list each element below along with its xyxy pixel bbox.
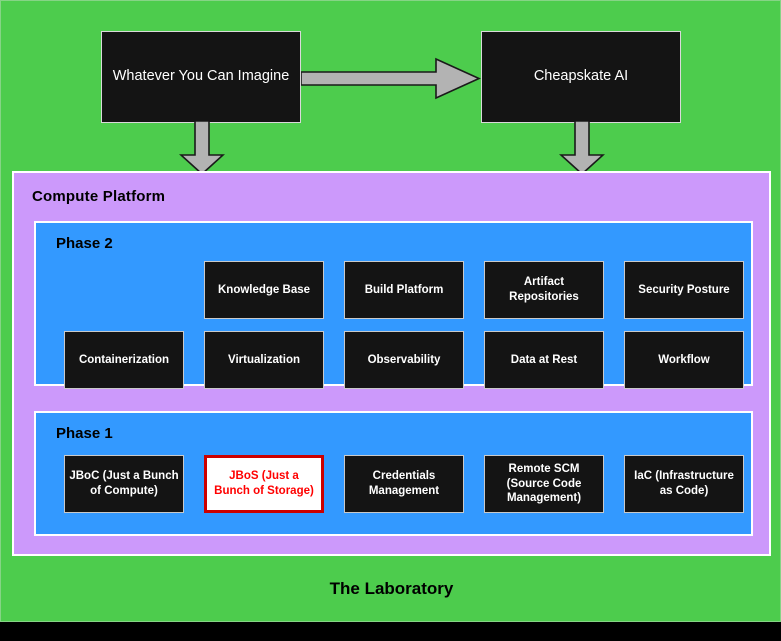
- node-label: Remote SCM (Source Code Management): [506, 462, 582, 505]
- node-label: Artifact Repositories: [509, 276, 579, 303]
- node-label: Virtualization: [228, 353, 300, 366]
- node-label: Data at Rest: [510, 353, 578, 366]
- phase-2-panel: Phase 2 Knowledge Base Build Platform Ar…: [34, 221, 753, 389]
- node-label: Security Posture: [638, 283, 730, 296]
- phase-2-title: Phase 2: [56, 235, 113, 252]
- phase-1-panel: Phase 1 JBoC (Just a Bunch of Compute) J…: [34, 411, 753, 536]
- bottom-black-band: [0, 622, 781, 641]
- arrow-right-icon: [301, 57, 481, 100]
- node-cheapskate-ai[interactable]: Cheapskate AI: [481, 31, 681, 123]
- laboratory-caption: The Laboratory: [329, 579, 454, 598]
- compute-platform-title: Compute Platform: [32, 188, 166, 205]
- arrow-down-icon: [179, 121, 225, 176]
- node-whatever-you-can-imagine[interactable]: Whatever You Can Imagine: [101, 31, 301, 123]
- node-label: Cheapskate AI: [533, 68, 629, 85]
- phase-1-title: Phase 1: [56, 425, 113, 442]
- node-virtualization[interactable]: Virtualization: [204, 331, 324, 389]
- node-label: JBoS (Just a Bunch of Storage): [214, 470, 314, 497]
- node-label: Credentials Management: [368, 470, 440, 497]
- node-jboc[interactable]: JBoC (Just a Bunch of Compute): [64, 455, 184, 513]
- node-label: Observability: [367, 353, 441, 366]
- node-label: IaC (Infrastructure as Code): [634, 470, 734, 497]
- node-credentials-management[interactable]: Credentials Management: [344, 455, 464, 513]
- laboratory-panel: Whatever You Can Imagine Cheapskate AI C…: [0, 0, 781, 622]
- compute-platform-panel: Compute Platform Phase 2 Knowledge Base …: [12, 171, 771, 556]
- node-jbos[interactable]: JBoS (Just a Bunch of Storage): [204, 455, 324, 513]
- node-workflow[interactable]: Workflow: [624, 331, 744, 389]
- node-iac[interactable]: IaC (Infrastructure as Code): [624, 455, 744, 513]
- node-label: Whatever You Can Imagine: [112, 68, 290, 85]
- node-label: JBoC (Just a Bunch of Compute): [69, 470, 179, 497]
- node-artifact-repositories[interactable]: Artifact Repositories: [484, 261, 604, 319]
- node-knowledge-base[interactable]: Knowledge Base: [204, 261, 324, 319]
- node-remote-scm[interactable]: Remote SCM (Source Code Management): [484, 455, 604, 513]
- node-label: Knowledge Base: [217, 283, 311, 296]
- node-build-platform[interactable]: Build Platform: [344, 261, 464, 319]
- node-security-posture[interactable]: Security Posture: [624, 261, 744, 319]
- node-observability[interactable]: Observability: [344, 331, 464, 389]
- node-containerization[interactable]: Containerization: [64, 331, 184, 389]
- arrow-down-icon: [559, 121, 605, 176]
- node-label: Workflow: [658, 353, 710, 366]
- node-label: Build Platform: [364, 283, 444, 296]
- node-data-at-rest[interactable]: Data at Rest: [484, 331, 604, 389]
- node-label: Containerization: [78, 353, 170, 366]
